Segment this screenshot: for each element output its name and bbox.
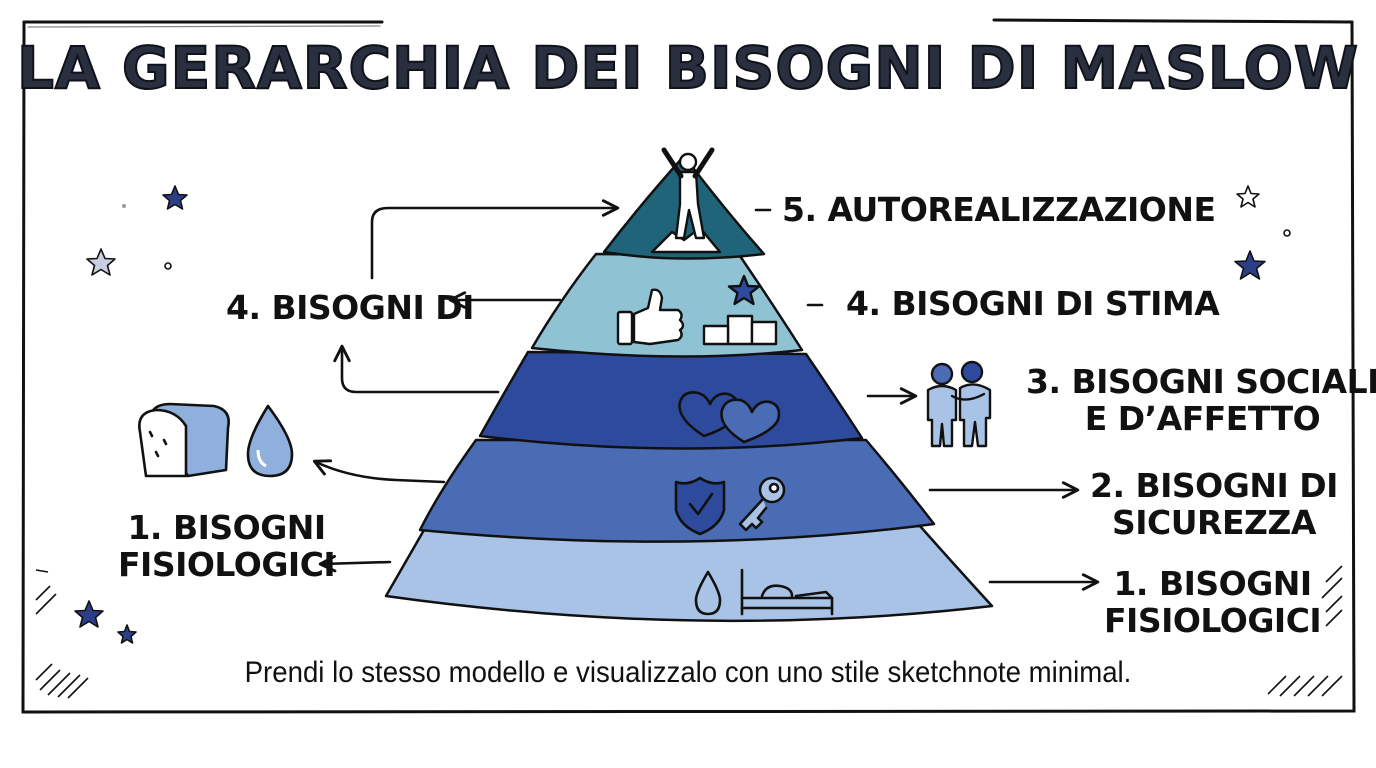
label-safety-line-1: 2. BISOGNI DI: [1090, 466, 1338, 505]
label-social-line-2: E D’AFFETTO: [1084, 398, 1321, 438]
label-physio-right-line-2: FISIOLOGICI: [1104, 600, 1322, 640]
label-esteem-left: 4. BISOGNI DI: [226, 288, 474, 327]
decorative-stars: [74, 185, 1291, 644]
star-icon: [162, 185, 188, 210]
label-safety-line-2: SICUREZZA: [1111, 502, 1316, 542]
label-esteem-right: 4. BISOGNI DI STIMA: [846, 284, 1220, 323]
pyramid-level-1: [384, 524, 994, 623]
corner-hatch-left: [35, 569, 89, 699]
star-icon: [117, 624, 137, 644]
arrows: [312, 199, 1100, 591]
star-icon: [86, 248, 116, 276]
arrow-to-food-icons: [312, 459, 446, 484]
bed-icon: [740, 568, 834, 616]
thumbs-up-icon: [616, 288, 685, 346]
label-physio-right: 1. BISOGNI FISIOLOGICI: [1104, 564, 1322, 640]
arrow-up-to-esteem-left: [333, 344, 500, 394]
label-physio-left: 1. BISOGNI FISIOLOGICI: [118, 508, 336, 584]
water-drop-icon: [694, 570, 722, 616]
star-icon: [74, 600, 104, 628]
arrow-to-physio-left: [318, 554, 392, 573]
caption: Prendi lo stesso modello e visualizzalo …: [244, 656, 1132, 689]
arrow-to-autorealizzazione: [370, 199, 620, 280]
shield-icon: [674, 476, 726, 536]
label-safety: 2. BISOGNI DI SICUREZZA: [1090, 466, 1338, 542]
label-autorealizzazione: 5. AUTOREALIZZAZIONE: [782, 190, 1216, 229]
bread-icon: [138, 402, 230, 478]
label-social-line-1: 3. BISOGNI SOCIALI: [1026, 362, 1376, 401]
pyramid-level-3: [478, 350, 864, 450]
label-physio-right-line-1: 1. BISOGNI: [1113, 564, 1312, 603]
podium-star-icon: [702, 274, 778, 346]
water-drop-icon: [246, 404, 294, 478]
corner-hatch-right: [1267, 565, 1343, 697]
frame: [21, 18, 1356, 714]
key-icon: [738, 476, 786, 532]
person-raising-arms-icon: [650, 147, 722, 254]
star-icon: [1236, 185, 1260, 208]
people-hugging-icon: [926, 360, 992, 448]
label-physio-left-line-2: FISIOLOGICI: [118, 544, 336, 584]
hearts-icon: [678, 391, 781, 444]
star-icon: [1234, 250, 1266, 280]
label-physio-left-line-1: 1. BISOGNI: [127, 508, 326, 547]
page-title: LA GERARCHIA DEI BISOGNI DI MASLOW: [16, 33, 1360, 103]
label-social: 3. BISOGNI SOCIALI E D’AFFETTO: [1026, 362, 1376, 438]
